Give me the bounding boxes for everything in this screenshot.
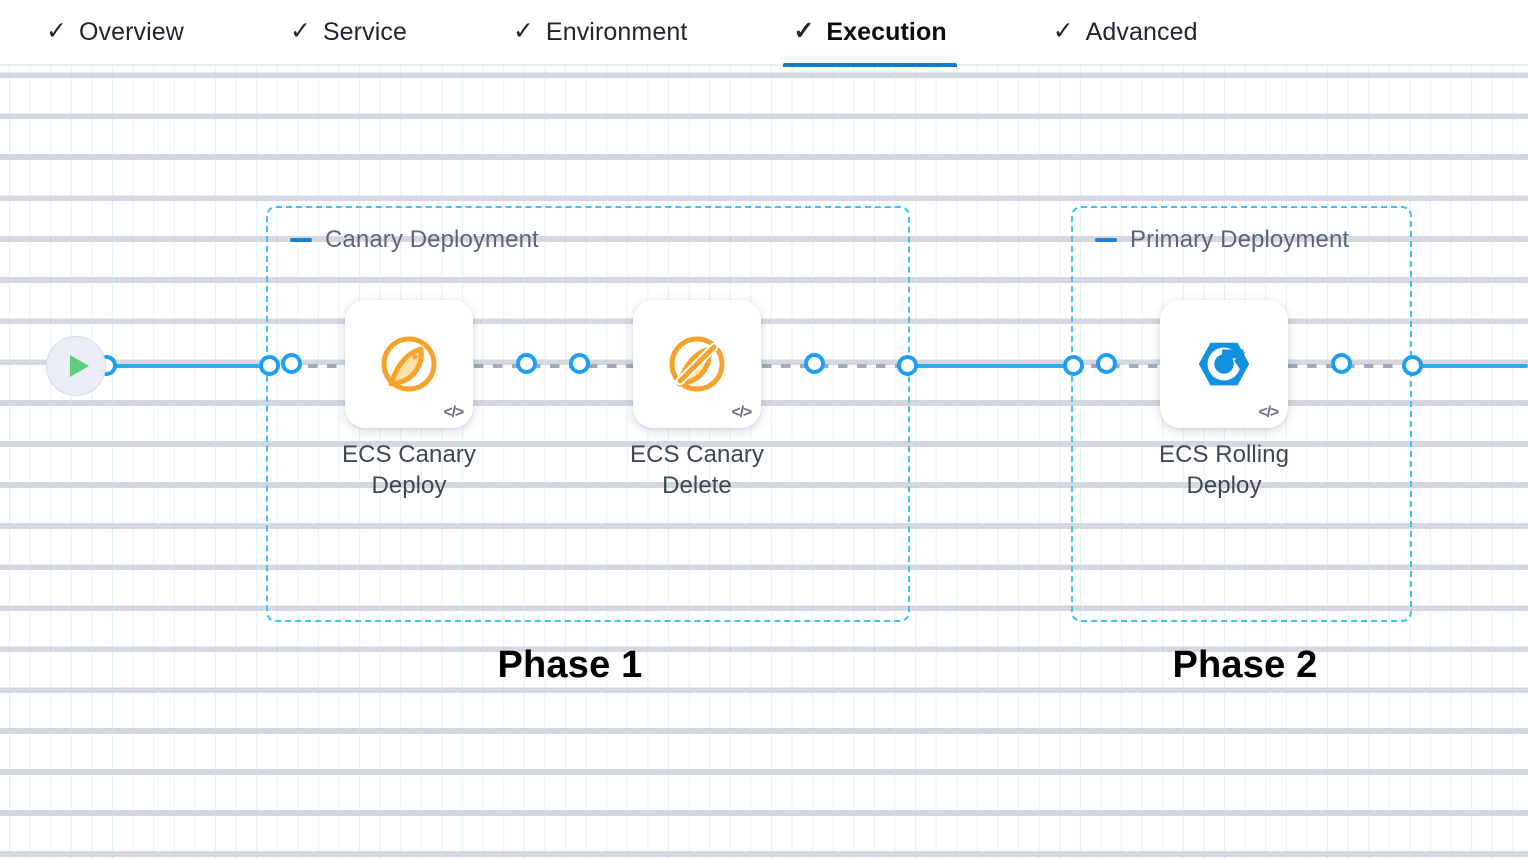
step-port-right[interactable] [804, 353, 825, 374]
check-icon: ✓ [1052, 16, 1074, 45]
edge-phase1-to-phase2 [906, 364, 1074, 368]
tab-overview[interactable]: ✓ Overview [36, 0, 194, 65]
step-port-right[interactable] [1331, 353, 1352, 374]
code-badge-icon: </> [731, 404, 752, 421]
tab-label: Execution [826, 17, 947, 46]
tab-environment[interactable]: ✓ Environment [503, 0, 697, 65]
check-icon: ✓ [512, 16, 534, 45]
connector-port-phase1-out[interactable] [897, 355, 918, 376]
pipeline-canvas[interactable]: Canary Deployment Primary Deployment </> [0, 66, 1528, 858]
tab-label: Advanced [1085, 17, 1198, 46]
connector-port-phase2-in[interactable] [1063, 355, 1084, 376]
pipeline-tab-bar: ✓ Overview ✓ Service ✓ Environment ✓ Exe… [0, 0, 1528, 67]
edge-start-to-phase1 [100, 364, 270, 368]
check-icon: ✓ [46, 16, 67, 45]
tab-advanced[interactable]: ✓ Advanced [1043, 0, 1208, 65]
step-label: ECS Canary Deploy [342, 441, 476, 499]
step-label: ECS Canary Delete [630, 441, 764, 499]
tab-active-indicator [783, 63, 957, 67]
group-title: Primary Deployment [1130, 226, 1350, 253]
step-card[interactable]: </> [1160, 300, 1288, 428]
code-badge-icon: </> [443, 404, 464, 421]
minus-icon[interactable] [290, 238, 312, 242]
tab-label: Overview [78, 17, 184, 46]
tab-label: Environment [545, 17, 688, 46]
play-icon [69, 355, 89, 377]
step-group-primary-deployment[interactable]: Primary Deployment [1071, 206, 1412, 622]
group-title: Canary Deployment [325, 226, 539, 253]
group-header-primary-deployment[interactable]: Primary Deployment [1095, 226, 1349, 254]
phase-caption-1: Phase 1 [497, 644, 643, 686]
step-node-ecs-canary-delete[interactable]: </> ECS Canary Delete [569, 300, 825, 499]
check-icon: ✓ [289, 16, 311, 45]
connector-port-phase2-out[interactable] [1402, 355, 1423, 376]
step-port-right[interactable] [516, 353, 537, 374]
step-node-ecs-rolling-deploy[interactable]: </> ECS Rolling Deploy [1096, 300, 1352, 499]
tab-label: Service [322, 17, 407, 46]
canary-bird-icon [381, 336, 437, 392]
canary-bird-slashed-icon [669, 336, 725, 392]
group-header-canary-deployment[interactable]: Canary Deployment [290, 226, 539, 254]
step-port-left[interactable] [281, 353, 302, 374]
step-label: ECS Rolling Deploy [1159, 441, 1289, 499]
step-node-ecs-canary-deploy[interactable]: </> ECS Canary Deploy [281, 300, 537, 499]
edge-phase2-to-end [1410, 364, 1528, 368]
step-card[interactable]: </> [345, 300, 473, 428]
step-port-left[interactable] [1096, 353, 1117, 374]
minus-icon[interactable] [1095, 238, 1117, 242]
phase-caption-2: Phase 2 [1172, 644, 1318, 686]
tab-execution[interactable]: ✓ Execution [783, 0, 957, 67]
step-port-left[interactable] [569, 353, 590, 374]
rolling-deploy-icon [1198, 342, 1250, 386]
start-node[interactable] [46, 336, 106, 396]
code-badge-icon: </> [1258, 404, 1279, 421]
tab-service[interactable]: ✓ Service [280, 0, 417, 65]
step-card[interactable]: </> [633, 300, 761, 428]
connector-port-phase1-in[interactable] [259, 355, 280, 376]
check-icon: ✓ [793, 16, 815, 45]
step-group-canary-deployment[interactable]: Canary Deployment [266, 206, 910, 622]
